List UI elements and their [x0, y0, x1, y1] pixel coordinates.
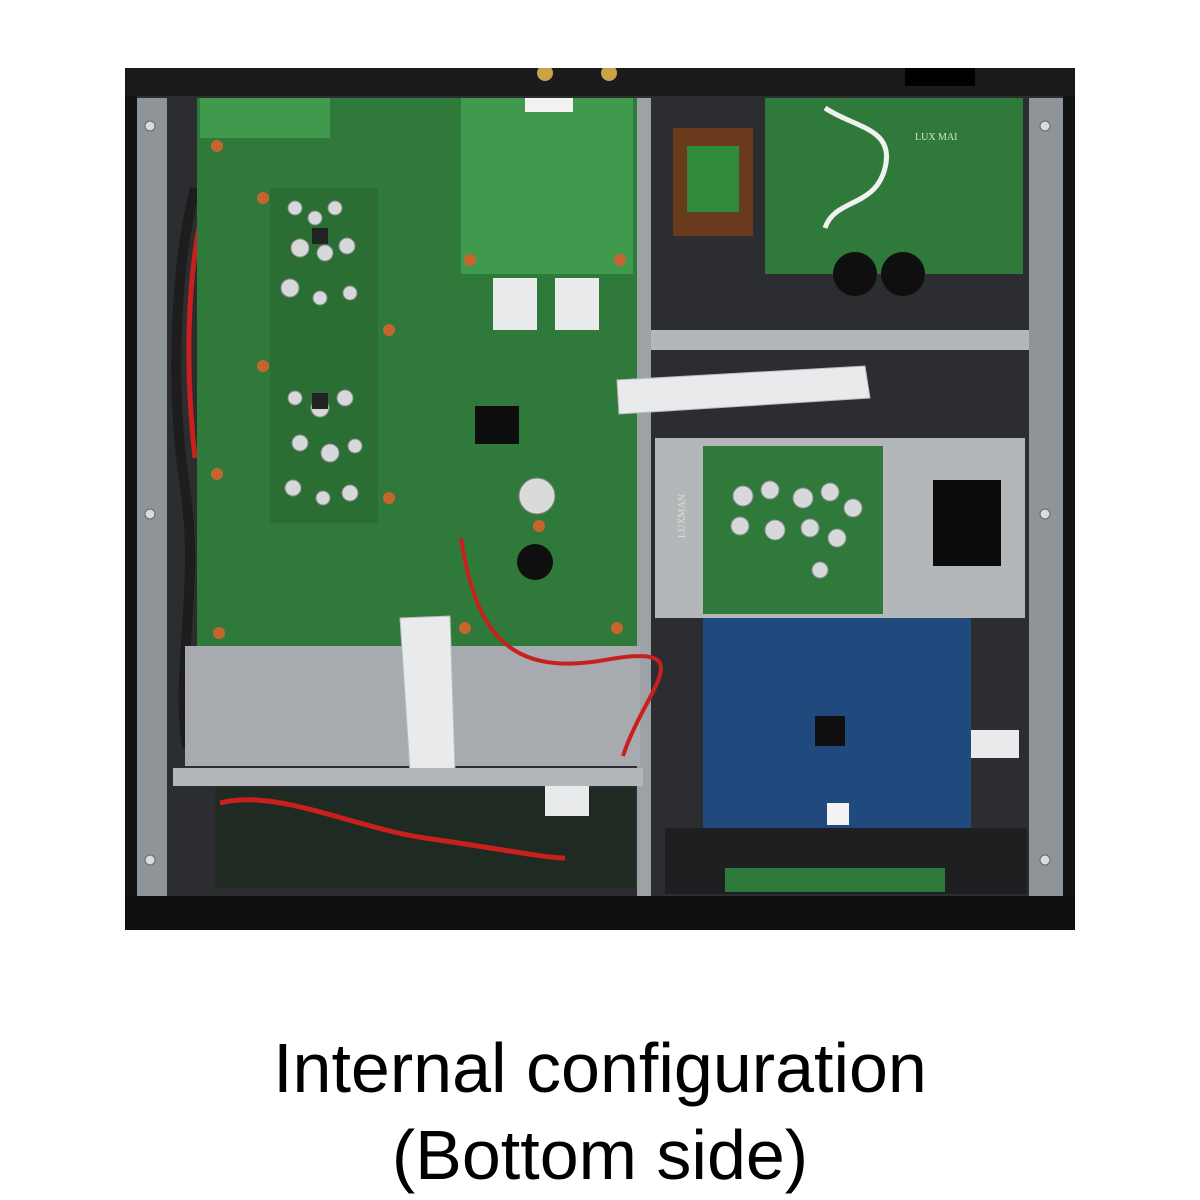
- psu-bracket-plate: [651, 330, 1029, 350]
- front-edge: [125, 896, 1075, 930]
- red-wire-bundle: [459, 537, 663, 757]
- rca-jack-left: [537, 68, 553, 81]
- filter-cap-2: [881, 252, 925, 296]
- dac-module-board: [461, 98, 633, 274]
- psu-sub-board: [515, 436, 635, 644]
- drive-tray-board: [725, 868, 945, 892]
- front-ribbon: [545, 786, 589, 816]
- blue-board-processor: [815, 716, 845, 746]
- large-capacitor-black: [517, 544, 553, 580]
- right-rail: [1029, 98, 1063, 898]
- lower-ribbon-cable: [399, 615, 456, 773]
- capacitor-array-right: [730, 480, 863, 579]
- large-capacitor: [518, 477, 556, 515]
- front-bracket: [173, 768, 643, 786]
- power-inlet: [905, 68, 975, 86]
- rail-screws: [144, 120, 1051, 866]
- copper-screws: [211, 140, 626, 639]
- output-board-brand: LUXMAN: [677, 494, 688, 538]
- heatsink: [475, 406, 519, 444]
- filter-cap-1: [833, 252, 877, 296]
- capacitor-array-left: [280, 200, 363, 506]
- internal-photo: LUX MAI LUXMAN: [125, 68, 1075, 930]
- black-pad: [933, 480, 1001, 566]
- left-wire-harness: [171, 186, 200, 749]
- output-board: [703, 446, 883, 614]
- transformer-core: [687, 146, 739, 212]
- dac-module-label: [525, 98, 573, 112]
- ic-chip-upper: [312, 228, 328, 244]
- left-rail: [137, 98, 167, 898]
- ic-chip-lower: [312, 393, 328, 409]
- blue-board-label: [827, 803, 849, 825]
- right-ribbon-cable: [971, 730, 1019, 758]
- rca-jack-right: [601, 68, 617, 81]
- caption-line-1: Internal configuration: [273, 1029, 927, 1107]
- top-left-connector-board: [200, 98, 330, 138]
- caption-line-2: (Bottom side): [391, 1116, 809, 1194]
- ribbon-connector-2: [555, 278, 599, 330]
- front-red-wires: [219, 797, 566, 861]
- flat-ribbon-cable: [616, 365, 871, 415]
- white-power-wires: [822, 105, 890, 229]
- power-board: [765, 98, 1023, 274]
- power-board-brand: LUX MAI: [915, 132, 958, 143]
- ribbon-connector-1: [493, 278, 537, 330]
